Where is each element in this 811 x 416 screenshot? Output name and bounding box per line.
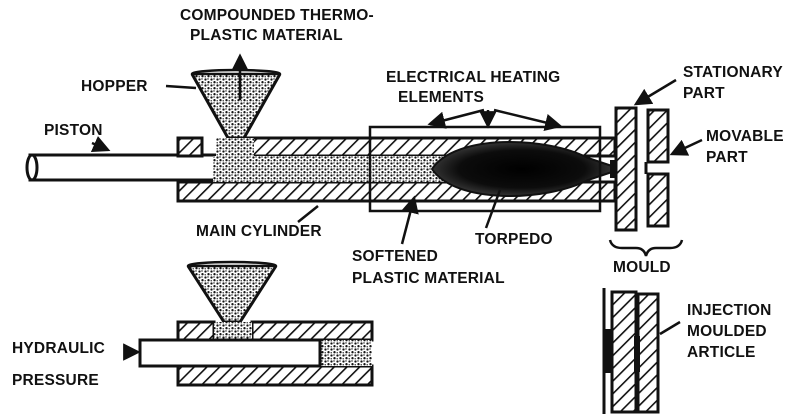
label-main-cylinder: MAIN CYLINDER: [196, 223, 322, 240]
label-stationary-1: STATIONARY: [683, 64, 783, 81]
heating-arrow-right: [493, 108, 563, 131]
label-heating-2: ELEMENTS: [398, 89, 484, 106]
mould-brace: [608, 239, 684, 257]
mould-stationary-part: [614, 106, 638, 232]
lower-piston: [138, 338, 322, 368]
leader-lines: [90, 53, 703, 361]
main-cylinder-leader: [297, 205, 319, 223]
label-movable-1: MOVABLE: [706, 128, 784, 145]
label-compounded-1: COMPOUNDED THERMO-: [180, 7, 374, 24]
label-heating-1: ELECTRICAL HEATING: [386, 69, 560, 86]
label-softened-1: SOFTENED: [352, 248, 438, 265]
stationary-arrow: [633, 78, 677, 106]
hopper-leader: [165, 84, 197, 90]
torpedo-leader: [484, 189, 502, 229]
labels: COMPOUNDED THERMO- PLASTIC MATERIAL HOPP…: [12, 7, 784, 389]
lower-machine: [138, 260, 374, 387]
upper-machine: [25, 68, 684, 257]
label-mould: MOULD: [613, 259, 671, 276]
hopper-upper: [190, 68, 282, 182]
label-injection-2: MOULDED: [687, 323, 767, 340]
hopper-lower: [186, 260, 278, 324]
label-compounded-2: PLASTIC MATERIAL: [190, 27, 343, 44]
mould-movable-part: [644, 108, 670, 228]
label-torpedo: TORPEDO: [475, 231, 553, 248]
label-hydraulic-2: PRESSURE: [12, 372, 99, 389]
piston-arrow: [90, 136, 111, 153]
label-stationary-2: PART: [683, 85, 725, 102]
piston-rod: [25, 153, 217, 182]
label-hopper: HOPPER: [81, 78, 148, 95]
lower-cylinder: [176, 320, 374, 387]
label-injection-3: ARTICLE: [687, 344, 756, 361]
softened-plastic-fill: [213, 156, 463, 182]
label-softened-2: PLASTIC MATERIAL: [352, 270, 505, 287]
heating-arrow-left: [427, 108, 485, 129]
label-movable-2: PART: [706, 149, 748, 166]
injection-leader: [659, 320, 681, 336]
injection-moulded-article: [602, 288, 660, 414]
movable-arrow: [669, 138, 703, 156]
softened-arrow: [400, 195, 419, 245]
label-piston: PISTON: [44, 122, 103, 139]
label-hydraulic-1: HYDRAULIC: [12, 340, 105, 357]
label-injection-1: INJECTION: [687, 302, 771, 319]
